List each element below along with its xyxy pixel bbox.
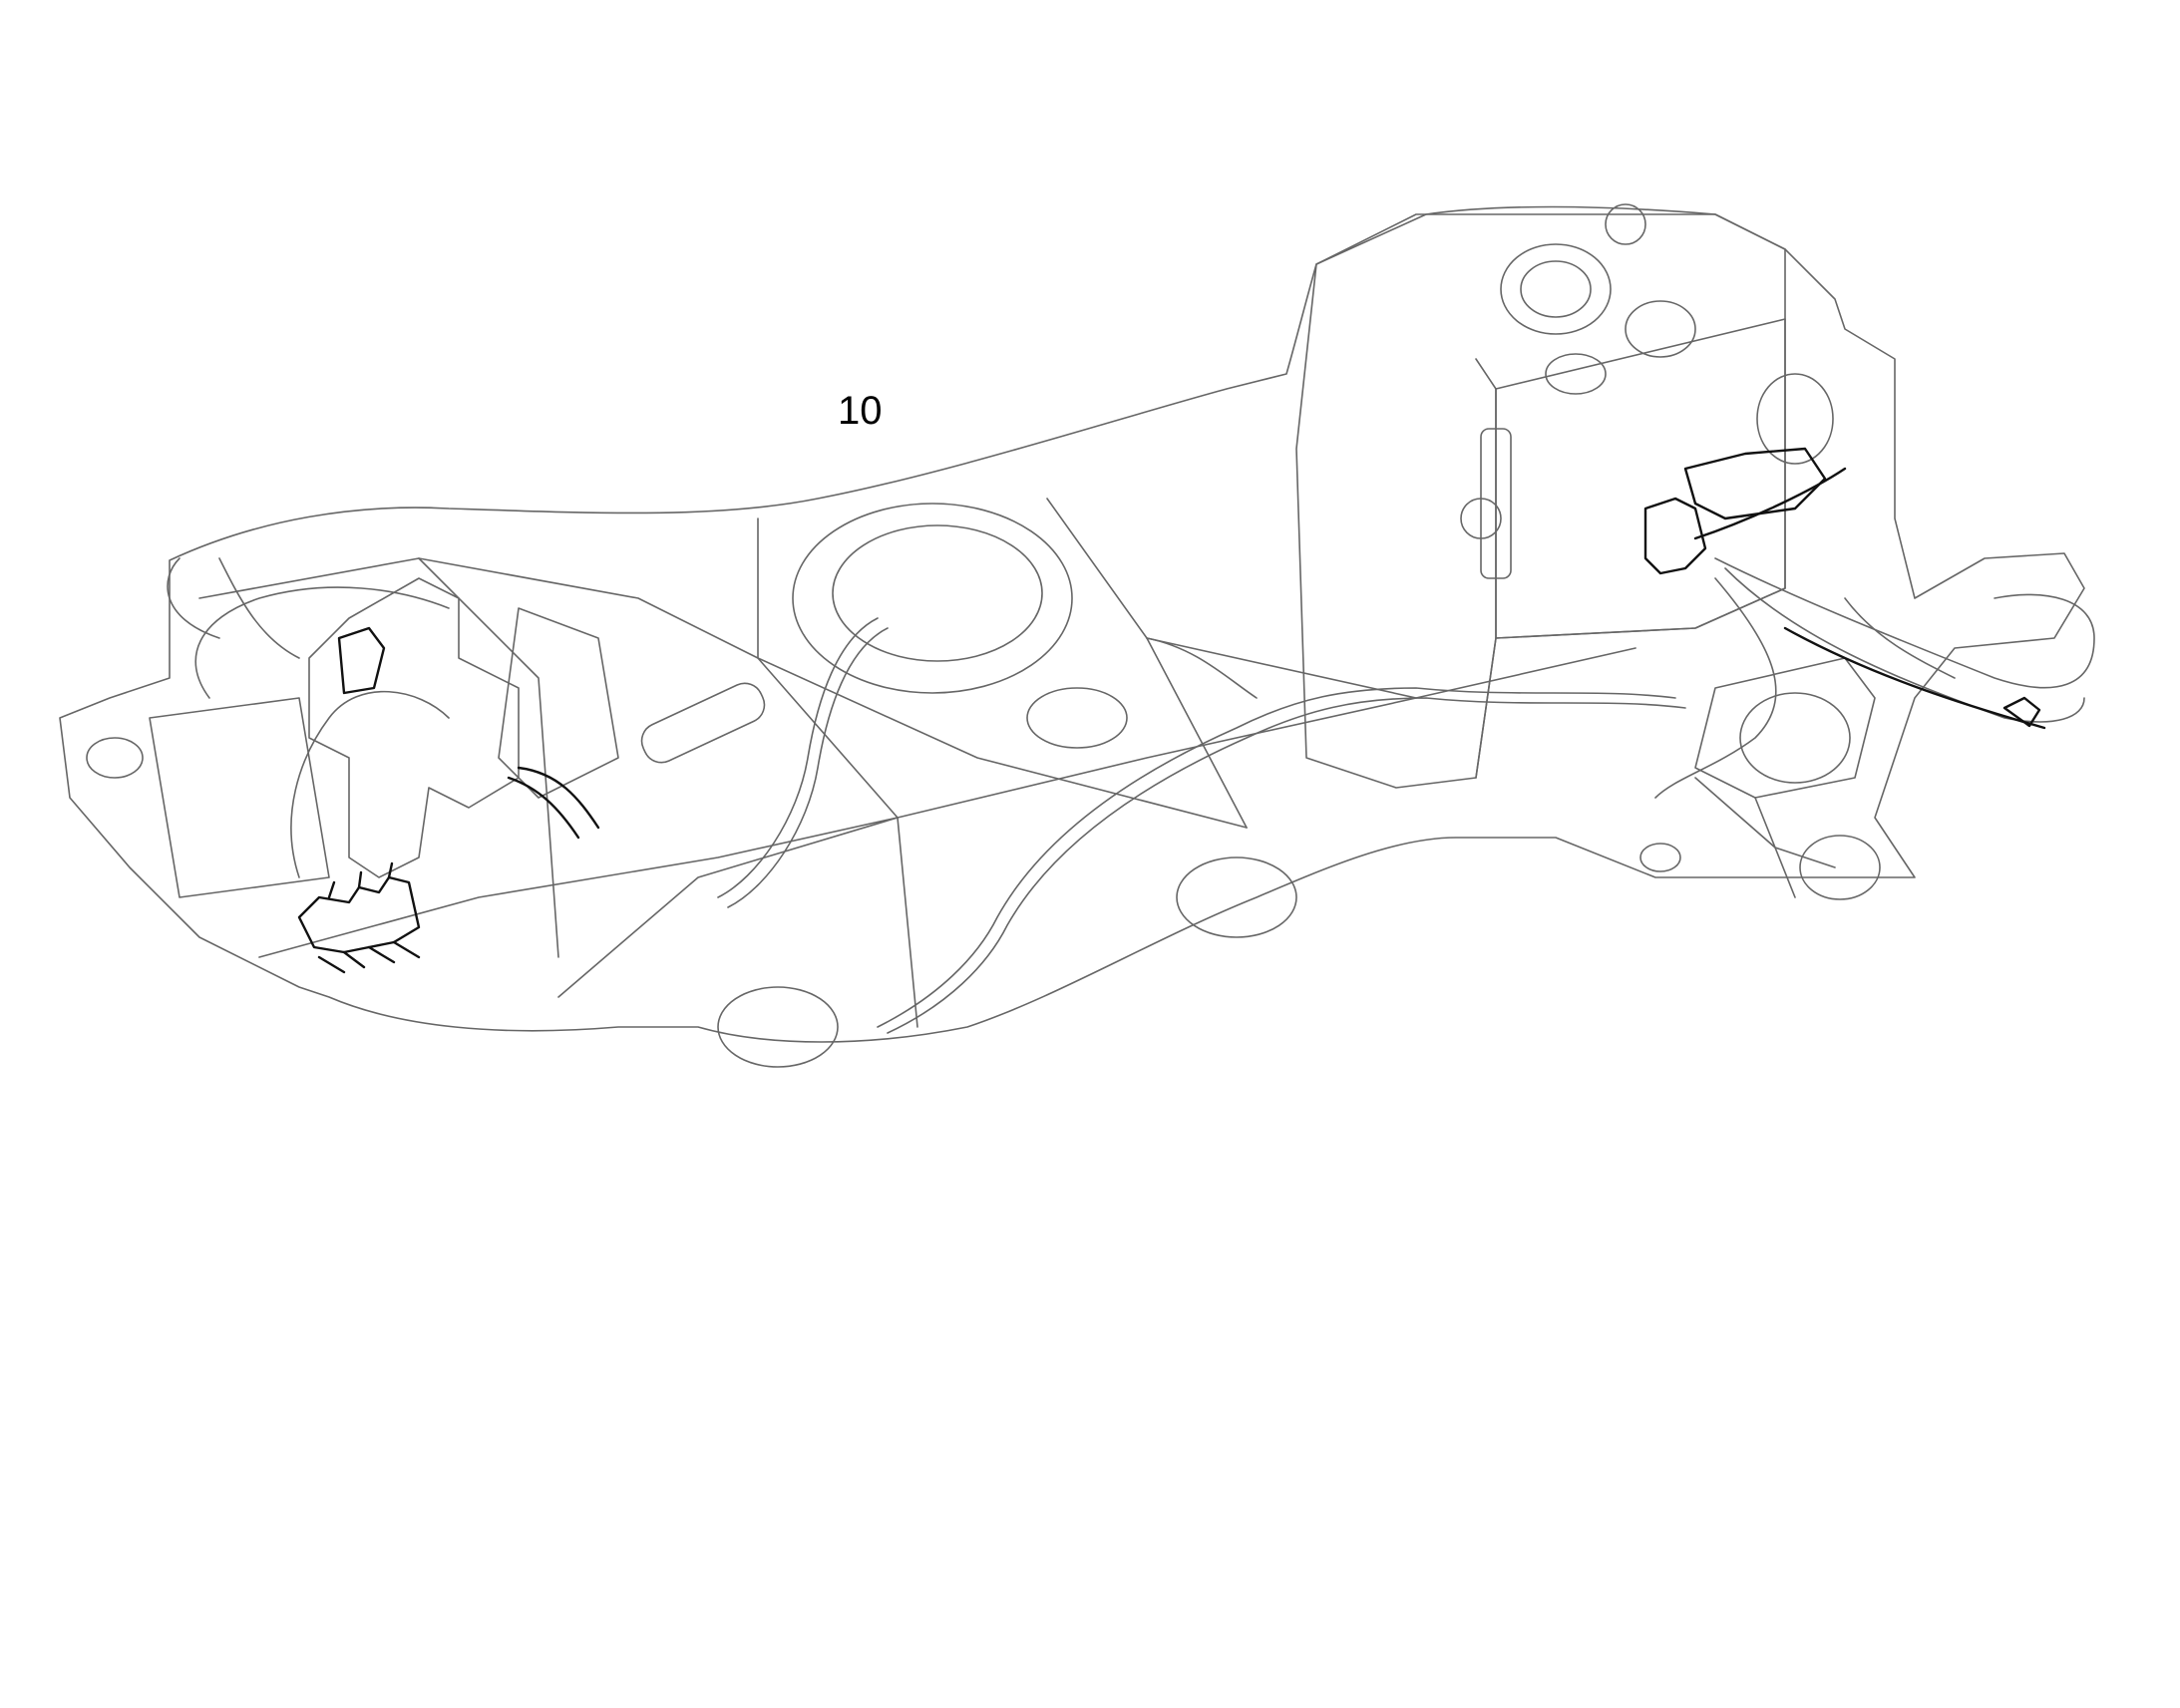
pump-port-1	[1739, 692, 1851, 784]
dark-fitting-right	[2002, 696, 2041, 728]
left-control-block	[308, 577, 520, 878]
frame-crossmember-1	[418, 557, 559, 958]
accumulator	[1756, 373, 1834, 465]
pump-pipe-2	[1754, 797, 1796, 898]
hose-loop-left	[194, 586, 450, 699]
hose-to-left-2	[727, 627, 889, 908]
tank-vent-cap	[1605, 203, 1646, 245]
frame-crossmember-2	[757, 517, 918, 1028]
tank-filler-cap	[1500, 243, 1612, 335]
frame-crossmember-4	[1146, 637, 1417, 699]
pump-port-2	[1799, 835, 1881, 900]
hose-loop-left-2	[290, 690, 450, 878]
tank-small-cap	[1625, 300, 1696, 358]
slew-ring-outer	[792, 503, 1073, 694]
dark-hose-right	[1693, 467, 1847, 540]
main-hose-run-2	[887, 697, 1686, 1034]
cutout-center	[1026, 687, 1128, 749]
frame-rail-left	[198, 557, 1248, 829]
slot-plate	[640, 682, 766, 764]
tank-small-cap-2	[1545, 353, 1607, 395]
frame-crossmember-3	[1046, 498, 1248, 829]
dark-hoses-left-block	[507, 766, 600, 840]
main-hose-run	[877, 687, 1676, 1028]
cutout-left	[86, 737, 144, 779]
hose-right-4	[1844, 597, 1956, 679]
gauge	[1460, 498, 1502, 539]
hose-right-1	[1714, 557, 2095, 689]
cutout-lower-2	[1176, 856, 1297, 938]
frame-crossmember-5	[557, 817, 899, 998]
slew-ring-inner	[832, 524, 1043, 662]
dark-hose-right-2	[1783, 626, 2046, 730]
valve-block-right-2	[1683, 447, 1827, 520]
left-upper-valve	[337, 626, 386, 695]
tank-side-face	[1475, 358, 1497, 779]
hose-loop-left-3	[218, 557, 300, 659]
valve-bank-left-lines	[317, 940, 421, 974]
chassis-frame-outline	[59, 205, 2085, 1043]
left-mount-plate	[149, 697, 330, 898]
valve-block-right	[1643, 497, 1707, 575]
hose-right-3	[1654, 577, 1777, 799]
hose-center	[1146, 637, 1258, 699]
frame-rail-right	[258, 647, 1636, 958]
hose-upper-left	[167, 557, 220, 639]
tank-front-face	[1495, 318, 1786, 639]
hose-to-left-1	[717, 617, 879, 898]
cutout-lower	[717, 986, 839, 1068]
gauge-panel	[1480, 428, 1512, 579]
callout-label: 10	[838, 389, 883, 433]
left-box	[498, 607, 619, 799]
tank-filler-cap-inner	[1520, 260, 1592, 318]
pipe-end-lower	[1639, 843, 1681, 872]
valve-bank-left-fittings	[327, 861, 394, 899]
